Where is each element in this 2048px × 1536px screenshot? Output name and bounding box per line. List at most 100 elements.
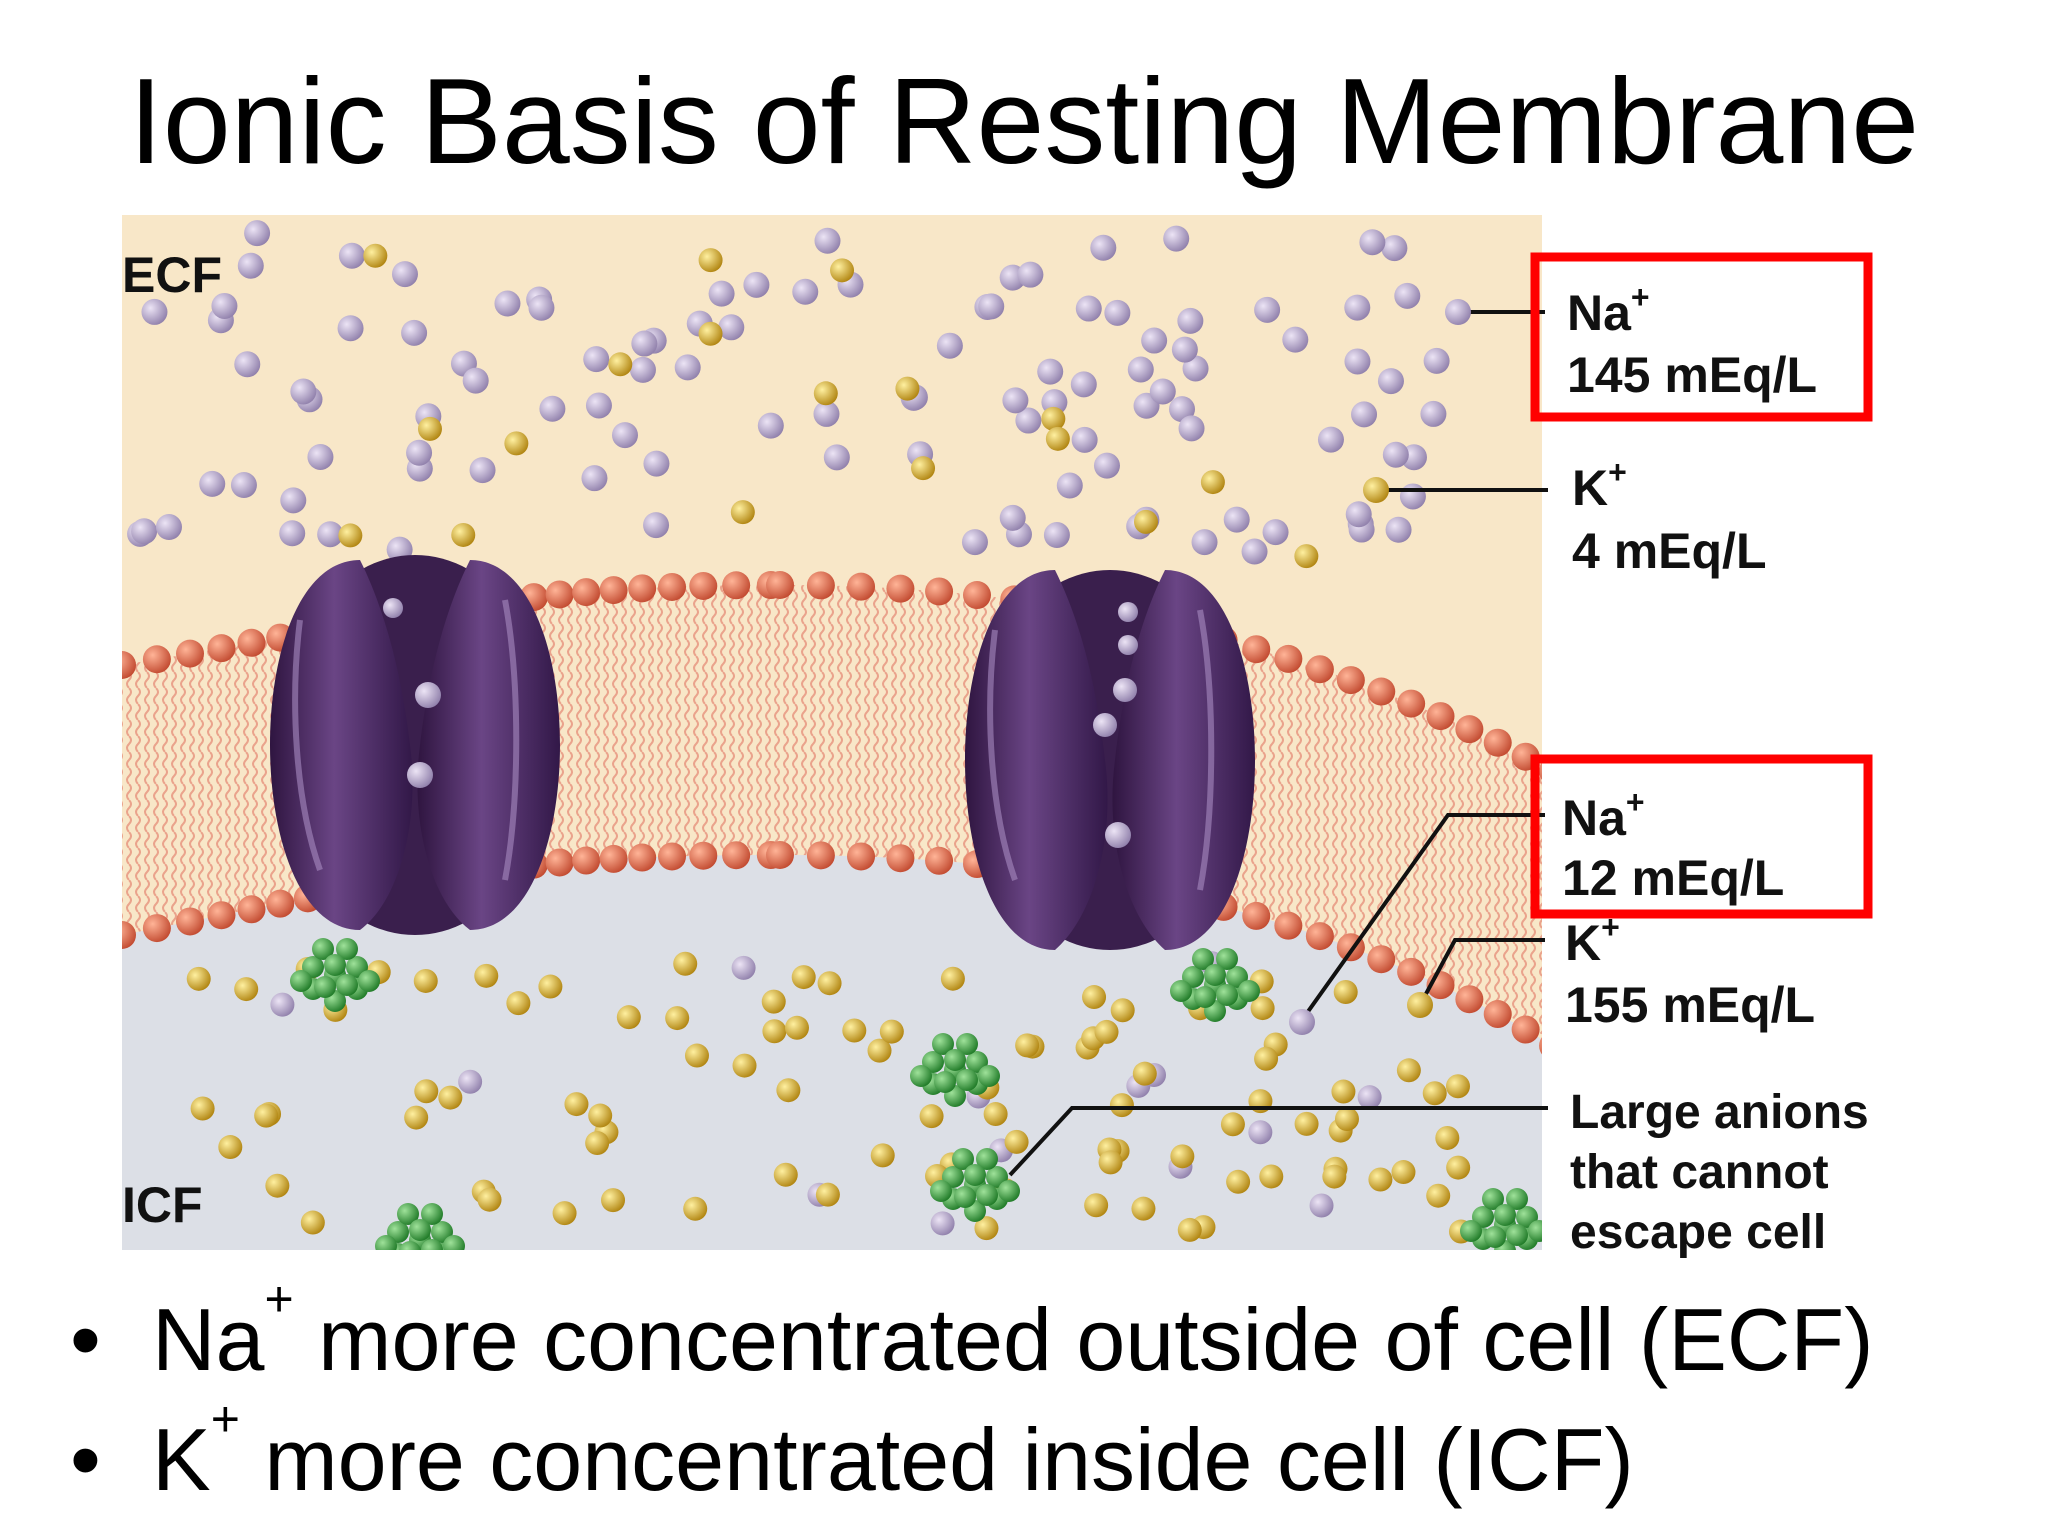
bullet-potassium: •K+ more concentrated inside cell (ICF) bbox=[70, 1394, 1874, 1520]
anion-bead bbox=[1192, 948, 1214, 970]
na-ion bbox=[718, 314, 745, 341]
k-ion bbox=[784, 1015, 809, 1040]
na-ion bbox=[1382, 441, 1409, 468]
icf-k-label: K+ bbox=[1565, 909, 1620, 971]
icf-na-value: 12 mEq/L bbox=[1562, 850, 1784, 906]
k-ion bbox=[438, 1085, 463, 1110]
lipid-head bbox=[847, 842, 876, 871]
anion-bead bbox=[1460, 1220, 1482, 1242]
na-ion bbox=[581, 465, 608, 492]
na-ion bbox=[629, 356, 656, 383]
lipid-head bbox=[1539, 1037, 1542, 1055]
k-ion bbox=[773, 1162, 798, 1187]
k-ion bbox=[1259, 1164, 1284, 1189]
anion-bead bbox=[1484, 1226, 1506, 1248]
anion-bead bbox=[1216, 948, 1238, 970]
k-ion bbox=[1422, 1081, 1447, 1106]
na-ion bbox=[279, 520, 306, 547]
k-ion bbox=[1041, 406, 1066, 431]
na-ion bbox=[1015, 407, 1042, 434]
na-ion bbox=[1178, 415, 1205, 442]
na-ion bbox=[1090, 234, 1117, 261]
lipid-head bbox=[1426, 702, 1455, 731]
na-ion bbox=[1070, 371, 1097, 398]
lipid-head bbox=[1305, 655, 1334, 684]
anion-label-line2: that cannot bbox=[1570, 1146, 1829, 1199]
lipid-head bbox=[658, 842, 687, 871]
na-ion bbox=[585, 392, 612, 419]
na-ion bbox=[1093, 452, 1120, 479]
leader-lines bbox=[1008, 310, 1548, 1177]
na-ion bbox=[1351, 401, 1378, 428]
na-ion bbox=[1191, 529, 1218, 556]
na-ion bbox=[280, 487, 307, 514]
na-ion bbox=[391, 261, 418, 288]
k-ion bbox=[254, 1103, 279, 1128]
lipid-head bbox=[1274, 644, 1303, 673]
na-ion bbox=[631, 330, 658, 357]
lipid-head bbox=[1242, 635, 1271, 664]
lipid-head bbox=[142, 914, 171, 943]
k-ion bbox=[1133, 509, 1158, 534]
lipid-head bbox=[599, 844, 628, 873]
na-ion bbox=[1002, 387, 1029, 414]
k-ion bbox=[911, 456, 936, 481]
na-ion bbox=[813, 400, 840, 427]
k-ion bbox=[300, 1210, 325, 1235]
na-ion bbox=[462, 367, 489, 394]
anion-bead bbox=[976, 1148, 998, 1170]
k-ion bbox=[842, 1018, 867, 1043]
k-ion bbox=[919, 1104, 944, 1129]
k-ion bbox=[1426, 1183, 1451, 1208]
k-ion bbox=[762, 1019, 787, 1044]
lipid-head bbox=[628, 843, 657, 872]
k-ion bbox=[1109, 1093, 1134, 1118]
na-ion bbox=[731, 955, 756, 980]
k-ion bbox=[1177, 1217, 1202, 1242]
lipid-head bbox=[1483, 1000, 1512, 1029]
k-ion bbox=[265, 1173, 290, 1198]
k-ion bbox=[588, 1103, 613, 1128]
anion-bead bbox=[375, 1235, 397, 1250]
anion-bead bbox=[290, 970, 312, 992]
na-ion bbox=[337, 315, 364, 342]
na-ion bbox=[1177, 307, 1204, 334]
na-ion bbox=[978, 293, 1005, 320]
na-ion bbox=[1345, 501, 1372, 528]
lipid-head bbox=[1367, 677, 1396, 706]
anion-bead bbox=[932, 1033, 954, 1055]
na-ion bbox=[1344, 294, 1371, 321]
na-ion bbox=[1357, 1085, 1382, 1110]
k-ion bbox=[1331, 1079, 1356, 1104]
lipid-head bbox=[572, 846, 601, 875]
anion-bead bbox=[312, 938, 334, 960]
highlight-box-icf-na bbox=[1530, 754, 1873, 919]
na-ion bbox=[643, 450, 670, 477]
k-ion bbox=[1004, 1129, 1029, 1154]
k-ion bbox=[684, 1043, 709, 1068]
na-ion bbox=[1248, 1120, 1273, 1145]
na-ion bbox=[237, 252, 264, 279]
k-ion bbox=[867, 1038, 892, 1063]
k-ion bbox=[974, 1216, 999, 1241]
k-ion bbox=[1435, 1125, 1460, 1150]
na-ion bbox=[1127, 356, 1154, 383]
lipid-head bbox=[237, 628, 266, 657]
anion-bead bbox=[930, 1180, 952, 1202]
k-ion bbox=[1200, 470, 1225, 495]
bullet-list: •Na+ more concentrated outside of cell (… bbox=[70, 1274, 1874, 1520]
na-ion bbox=[211, 292, 238, 319]
anion-bead bbox=[1170, 980, 1192, 1002]
icf-k-value: 155 mEq/L bbox=[1565, 977, 1815, 1033]
lipid-head bbox=[1455, 715, 1484, 744]
lipid-head bbox=[722, 841, 751, 870]
k-ion bbox=[870, 1143, 895, 1168]
anion-bead bbox=[956, 1033, 978, 1055]
na-ion bbox=[1037, 358, 1064, 385]
lipid-head bbox=[122, 921, 136, 949]
icf-label: ICF bbox=[122, 1177, 203, 1233]
na-ion bbox=[643, 512, 670, 539]
slide-title: Ionic Basis of Resting Membrane bbox=[128, 53, 1920, 189]
lipid-head bbox=[689, 571, 718, 600]
lipid-head bbox=[962, 581, 991, 610]
